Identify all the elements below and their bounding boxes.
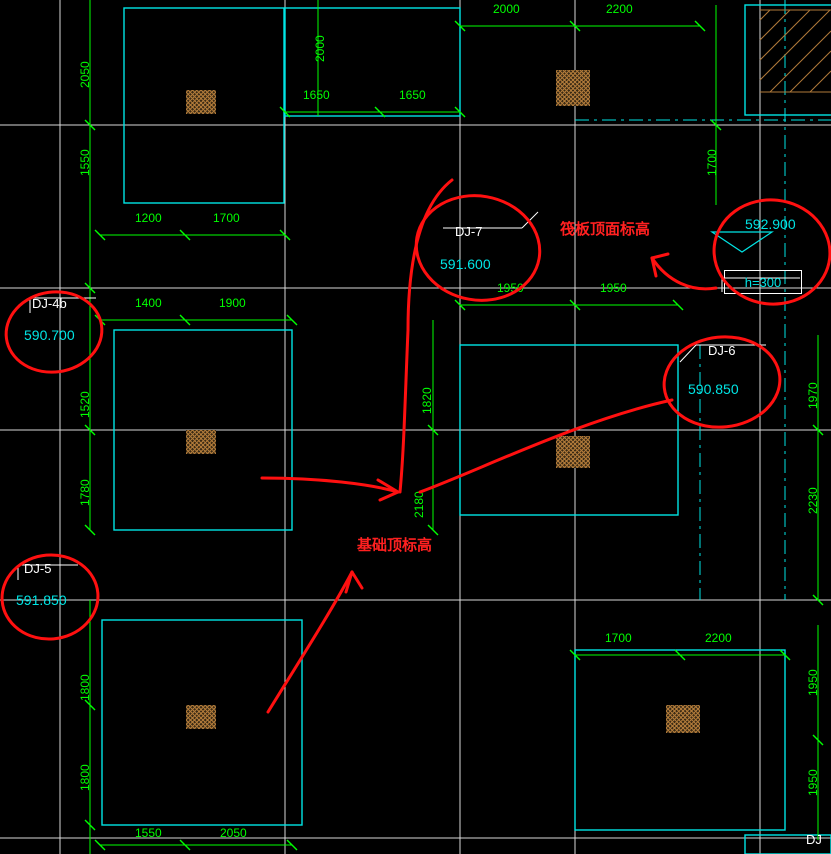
dim-h-2000-a: 2000 [493,2,520,16]
dim-h-1700-a: 1700 [213,211,240,225]
pedestal-hatch [186,430,216,454]
dim-h-1650-b: 1650 [399,88,426,102]
annotation-foundation-top-elevation: 基础顶标高 [357,537,433,554]
footing-tag-dj5-name: DJ-5 [24,561,52,576]
dim-h-1900: 1900 [219,296,246,310]
dim-h-1550: 1550 [135,826,162,840]
footing-tag-dj7-elev: 591.600 [440,256,491,272]
tag-leaders [17,211,800,580]
elevation-triangle [710,231,774,253]
footing-tag-dj-name: DJ [806,832,822,847]
pedestal-hatch [186,705,216,729]
footing-tag-dj5-elev: 591.850 [16,592,67,608]
footing-tag-dj6-elev: 590.850 [688,381,739,397]
dim-h-2200-a: 2200 [606,2,633,16]
footing-outlines [101,4,831,854]
dim-h-1200: 1200 [135,211,162,225]
dim-h-2200-b: 2200 [705,631,732,645]
raft-elevation-value: 592.900 [745,216,796,232]
pedestal-hatch [186,90,216,114]
dim-h-2050: 2050 [220,826,247,840]
dim-h-1400: 1400 [135,296,162,310]
footing-tag-dj4b-name: DJ-4b [32,296,67,311]
centerlines [575,0,831,600]
dim-h-1950-b: 1950 [600,281,627,295]
dim-h-1700-b: 1700 [605,631,632,645]
footing-tag-dj6-name: DJ-6 [708,343,736,358]
dim-h-1650-a: 1650 [303,88,330,102]
pedestal-hatch [666,705,700,733]
hatched-band [759,9,831,93]
annotation-raft-top-elevation: 筏板顶面标高 [560,221,651,238]
dimension-lines [89,0,819,854]
footing-tag-dj7-name: DJ-7 [455,224,483,239]
footing-tag-dj4b-elev: 590.700 [24,327,75,343]
pedestal-hatch [556,70,590,106]
pedestal-hatch [556,436,590,468]
